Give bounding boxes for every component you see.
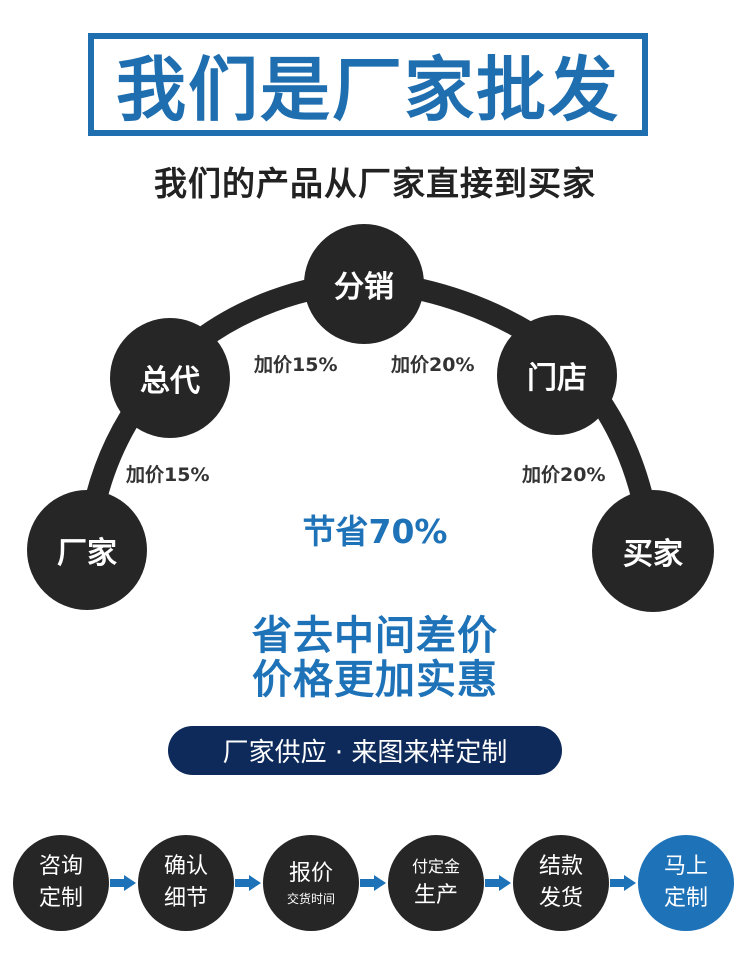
step-confirm: 确认 细节 <box>138 835 234 931</box>
step-consult-line1: 咨询 <box>38 854 83 879</box>
step-customize-now-line2: 定制 <box>663 886 708 911</box>
step-deposit-line1: 付定金 <box>411 857 460 876</box>
node-general-agent-label: 总代 <box>140 364 200 399</box>
step-payment-line1: 结款 <box>538 854 583 879</box>
step-payment-line2: 发货 <box>538 886 583 911</box>
step-confirm-line1: 确认 <box>163 854 208 879</box>
step-consult: 咨询 定制 <box>13 835 109 931</box>
step-deposit-line2: 生产 <box>413 883 458 908</box>
node-store: 门店 <box>497 315 617 435</box>
step-customize-now: 马上 定制 <box>638 835 734 931</box>
step-consult-line2: 定制 <box>38 886 83 911</box>
node-general-agent: 总代 <box>110 318 230 438</box>
step-quote-line2: 交货时间 <box>286 892 335 906</box>
page-title: 我们是厂家批发 <box>116 49 620 131</box>
node-distributor: 分销 <box>304 224 424 344</box>
step-customize-now-line1: 马上 <box>663 854 708 879</box>
node-buyer: 买家 <box>592 490 714 612</box>
markup-label: 加价20% <box>391 354 475 376</box>
step-confirm-line2: 细节 <box>163 886 208 911</box>
slogan-line-2: 价格更加实惠 <box>252 657 498 703</box>
title-box: 我们是厂家批发 <box>88 33 648 136</box>
savings-text: 节省70% <box>302 512 448 551</box>
node-buyer-label: 买家 <box>623 537 683 572</box>
step-quote: 报价 交货时间 <box>263 835 359 931</box>
step-quote-line1: 报价 <box>288 861 333 886</box>
node-factory: 厂家 <box>27 490 147 610</box>
node-distributor-label: 分销 <box>334 270 394 305</box>
markup-label: 加价20% <box>522 464 606 486</box>
supply-pill-text: 厂家供应 · 来图来样定制 <box>222 738 508 768</box>
step-payment: 结款 发货 <box>513 835 609 931</box>
node-factory-label: 厂家 <box>57 536 117 571</box>
markup-label: 加价15% <box>254 354 338 376</box>
slogan-line-1: 省去中间差价 <box>252 613 498 659</box>
step-deposit: 付定金 生产 <box>388 835 484 931</box>
supply-pill: 厂家供应 · 来图来样定制 <box>168 726 562 775</box>
node-store-label: 门店 <box>527 361 587 396</box>
page-subtitle: 我们的产品从厂家直接到买家 <box>154 164 596 203</box>
markup-label: 加价15% <box>126 464 210 486</box>
